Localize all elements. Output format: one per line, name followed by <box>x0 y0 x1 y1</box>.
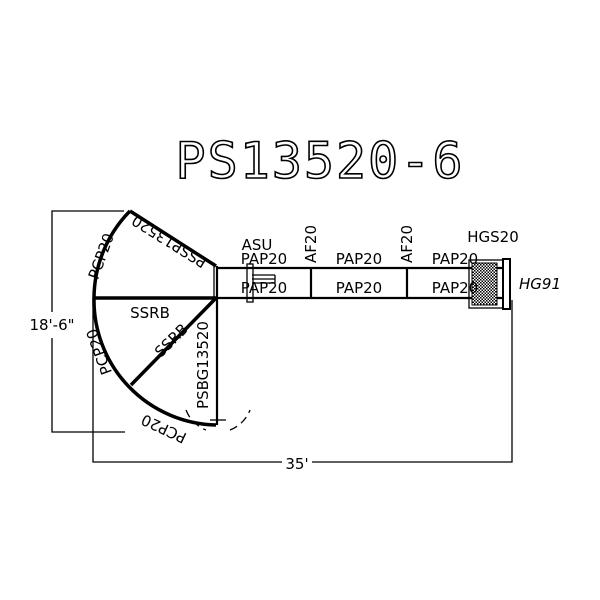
label-hgs: HGS20 <box>467 228 519 246</box>
curved-platform <box>92 209 251 431</box>
label-pap-mid-2: PAP20 <box>336 279 382 297</box>
label-pap-mid-1: PAP20 <box>241 279 287 297</box>
dimension-height: 18'-6" <box>29 210 125 433</box>
label-af-1: AF20 <box>302 225 320 263</box>
label-asu: ASU <box>242 236 273 254</box>
label-hg: HG91 <box>519 275 561 293</box>
label-ssrb-horizontal: SSRB <box>130 304 170 322</box>
height-dimension-label: 18'-6" <box>29 316 74 334</box>
drawing-title: PS13520-6 <box>176 132 465 190</box>
label-pcp-bottom: PCP20 <box>138 410 189 446</box>
label-psbg: PSBG13520 <box>194 321 212 409</box>
label-ssrb-diagonal: SSRB <box>151 320 192 361</box>
dimension-width: 35' <box>92 298 513 473</box>
width-dimension-label: 35' <box>285 455 308 473</box>
label-pap-top-2: PAP20 <box>336 250 382 268</box>
label-pcp-top: PCP20 <box>85 231 118 282</box>
label-pcp-left: PCP20 <box>83 326 116 377</box>
label-pap-top-3: PAP20 <box>432 250 478 268</box>
label-pap-mid-3: PAP20 <box>432 279 478 297</box>
label-pap-top-1: PAP20 <box>241 250 287 268</box>
label-pssp: PSSP13520 <box>129 211 211 271</box>
walkway <box>217 258 511 310</box>
label-af-2: AF20 <box>398 225 416 263</box>
